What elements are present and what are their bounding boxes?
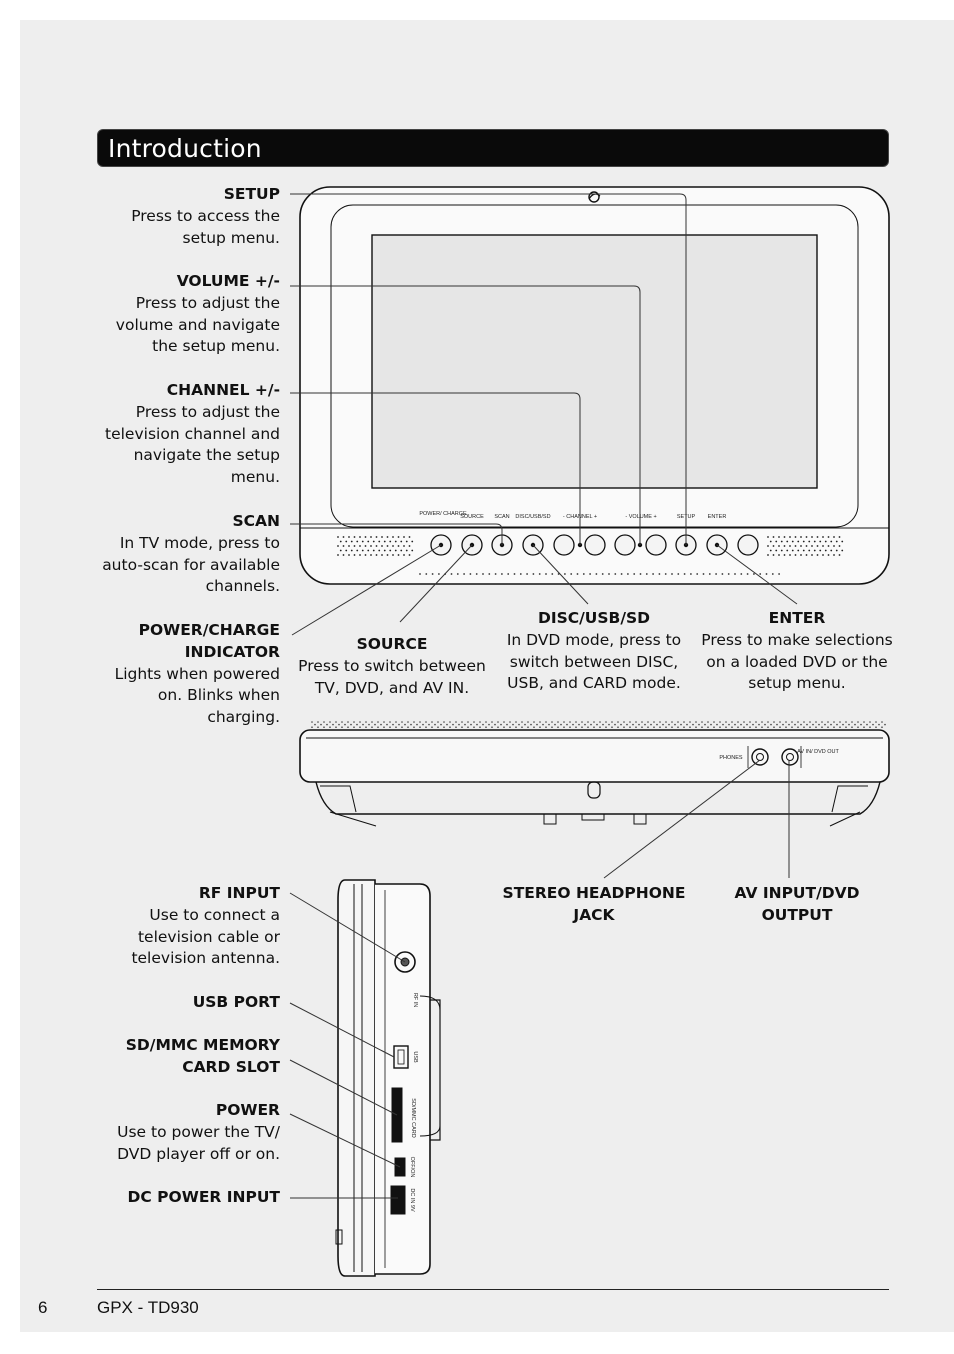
callout-scan-desc: In TV mode, press to auto-scan for avail… — [102, 533, 280, 596]
callout-setup-desc: Press to access the setup menu. — [131, 206, 280, 247]
callout-sd-mmc-heading: SD/MMC MEMORY CARD SLOT — [125, 1036, 280, 1076]
front-label-scan: SCAN — [494, 514, 509, 520]
callout-usb-port: USB PORT — [193, 992, 280, 1014]
front-label-volume: - VOLUME + — [625, 514, 656, 520]
bottom-view-illustration — [299, 729, 890, 827]
dc-power-input[interactable] — [390, 1185, 406, 1215]
volume-plus-button[interactable] — [645, 534, 667, 556]
page-number: 6 — [38, 1298, 48, 1317]
phones-jack[interactable] — [751, 748, 769, 766]
bottom-label-phones: PHONES — [719, 755, 743, 761]
footer-rule — [97, 1289, 889, 1290]
callout-source-heading: SOURCE — [356, 635, 428, 653]
side-view-illustration — [335, 879, 441, 1277]
callout-setup: SETUP Press to access the setup menu. — [131, 184, 280, 249]
side-label-off-on: OFF/ON — [409, 1157, 415, 1178]
callout-scan: SCAN In TV mode, press to auto-scan for … — [102, 511, 280, 598]
callout-channel: CHANNEL +/- Press to adjust the televisi… — [105, 380, 280, 489]
rf-input-jack[interactable] — [394, 951, 416, 973]
callout-scan-heading: SCAN — [232, 512, 280, 530]
callout-av-input: AV INPUT/DVD OUTPUT — [707, 883, 887, 927]
callout-stereo-headphone: STEREO HEADPHONE JACK — [494, 883, 694, 927]
callout-rf-input: RF INPUT Use to connect a television cab… — [131, 883, 280, 970]
side-label-dc-in: DC IN 9V — [409, 1188, 415, 1212]
bottom-label-av-in-dvd-out: AV IN/ DVD OUT — [797, 749, 839, 755]
model-name: GPX - TD930 — [97, 1298, 199, 1317]
callout-power-desc: Use to power the TV/ DVD player off or o… — [117, 1122, 280, 1163]
callout-power-charge-desc: Lights when powered on. Blinks when char… — [114, 664, 280, 727]
callout-power-charge: POWER/CHARGE INDICATOR Lights when power… — [115, 620, 280, 729]
callout-volume-desc: Press to adjust the volume and navigate … — [115, 293, 280, 356]
side-label-usb: USB — [412, 1051, 418, 1063]
callout-power: POWER Use to power the TV/ DVD player of… — [117, 1100, 280, 1165]
callout-rf-input-desc: Use to connect a television cable or tel… — [131, 905, 280, 968]
bottom-view-vent-row — [311, 721, 886, 728]
speaker-grille-left — [337, 536, 414, 556]
section-title-bar: Introduction — [97, 129, 889, 167]
callout-disc-usb-sd: DISC/USB/SD In DVD mode, press to switch… — [494, 608, 694, 695]
callout-power-heading: POWER — [215, 1101, 280, 1119]
callout-channel-heading: CHANNEL +/- — [166, 381, 280, 399]
front-label-enter: ENTER — [708, 514, 727, 520]
ir-sensor — [737, 534, 759, 556]
callout-dc-power: DC POWER INPUT — [128, 1187, 280, 1209]
volume-minus-button[interactable] — [614, 534, 636, 556]
callout-av-input-heading: AV INPUT/DVD OUTPUT — [734, 884, 860, 924]
callout-setup-heading: SETUP — [223, 185, 280, 203]
callout-channel-desc: Press to adjust the television channel a… — [105, 402, 280, 487]
callout-source-desc: Press to switch between TV, DVD, and AV … — [298, 656, 486, 697]
leader-lines-side — [289, 892, 406, 1199]
callout-source: SOURCE Press to switch between TV, DVD, … — [292, 634, 492, 699]
callout-dc-power-heading: DC POWER INPUT — [127, 1188, 280, 1206]
callout-enter-desc: Press to make selections on a loaded DVD… — [701, 630, 893, 693]
channel-plus-button[interactable] — [584, 534, 606, 556]
callout-power-charge-heading: POWER/CHARGE INDICATOR — [138, 621, 280, 661]
callout-disc-usb-sd-desc: In DVD mode, press to switch between DIS… — [506, 630, 682, 693]
speaker-grille-right — [767, 536, 844, 556]
front-label-source: SOURCE — [460, 514, 484, 520]
side-label-sd-mmc-card: SD/MMC CARD — [410, 1098, 416, 1137]
callout-usb-port-heading: USB PORT — [192, 993, 280, 1011]
front-label-disc-usb-sd: DISC/USB/SD — [515, 514, 550, 520]
callout-enter-heading: ENTER — [768, 609, 826, 627]
channel-minus-button[interactable] — [553, 534, 575, 556]
callout-stereo-headphone-heading: STEREO HEADPHONE JACK — [502, 884, 686, 924]
av-in-dvd-out-jack[interactable] — [781, 748, 799, 766]
callout-disc-usb-sd-heading: DISC/USB/SD — [537, 609, 651, 627]
side-label-rf-in: RF IN — [412, 993, 418, 1007]
leader-lines-front — [290, 193, 798, 636]
speaker-grille-bottom — [419, 573, 780, 575]
callout-rf-input-heading: RF INPUT — [198, 884, 280, 902]
callout-volume: VOLUME +/- Press to adjust the volume an… — [116, 271, 280, 358]
leader-lines-bottom — [603, 759, 790, 879]
callout-enter: ENTER Press to make selections on a load… — [696, 608, 898, 695]
section-title: Introduction — [108, 134, 262, 163]
callout-sd-mmc: SD/MMC MEMORY CARD SLOT — [126, 1035, 280, 1079]
front-label-power-charge: POWER/ CHARGE — [419, 511, 467, 517]
callout-volume-heading: VOLUME +/- — [176, 272, 280, 290]
